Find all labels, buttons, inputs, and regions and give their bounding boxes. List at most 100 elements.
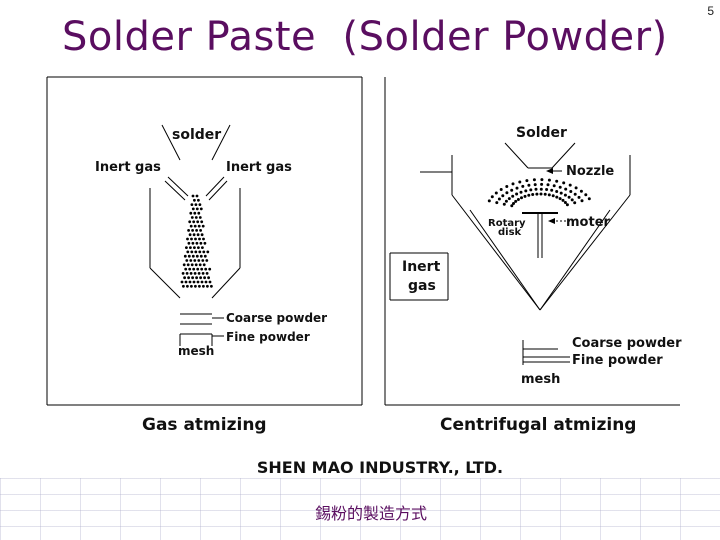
powder-spray-left: [180, 194, 213, 288]
spray-particle: [539, 187, 543, 191]
spray-particle: [495, 201, 499, 205]
powder-particle: [198, 237, 201, 241]
spray-particle: [543, 192, 547, 196]
spray-particle: [580, 199, 584, 203]
powder-particle: [206, 284, 209, 288]
spray-particle: [564, 187, 568, 191]
spray-particle: [540, 182, 544, 186]
powder-particle: [210, 284, 213, 288]
powder-particle: [188, 280, 192, 284]
powder-particle: [189, 259, 193, 262]
powder-particle: [192, 233, 196, 237]
spray-particle: [531, 193, 535, 196]
powder-particle: [187, 229, 191, 232]
spray-particle: [562, 181, 566, 185]
powder-particle: [195, 207, 199, 211]
powder-particle: [200, 267, 204, 271]
spray-particle: [518, 180, 522, 184]
spray-particle: [551, 194, 555, 198]
powder-particle: [206, 250, 210, 254]
spray-particle: [555, 190, 559, 193]
spray-particle: [514, 199, 518, 203]
label-coarse-right: Coarse powder: [572, 336, 682, 351]
powder-particle: [201, 246, 204, 250]
spray-particle: [550, 188, 554, 192]
label-solder-left: solder: [172, 127, 221, 143]
powder-particle: [189, 224, 193, 228]
powder-particle: [190, 250, 194, 254]
powder-particle: [193, 211, 197, 215]
powder-particle: [194, 237, 197, 241]
powder-particle: [198, 263, 202, 267]
powder-particle: [184, 267, 188, 271]
powder-particle: [199, 207, 203, 211]
powder-particle: [203, 241, 207, 245]
powder-particle: [185, 246, 188, 250]
caption-centrifugal-atmizing: Centrifugal atmizing: [440, 415, 637, 435]
powder-particle: [188, 267, 192, 271]
spray-particle: [515, 186, 519, 190]
label-mesh-left: mesh: [178, 344, 214, 358]
powder-particle: [202, 237, 205, 241]
powder-particle: [205, 259, 209, 262]
spray-particle: [547, 193, 551, 197]
spray-particle: [587, 197, 591, 201]
powder-particle: [201, 259, 205, 262]
spray-particle: [563, 201, 567, 204]
spray-particle: [490, 195, 494, 199]
powder-particle: [199, 229, 203, 232]
powder-particle: [180, 280, 184, 284]
spray-particle: [507, 197, 511, 201]
powder-particle: [192, 280, 196, 284]
spray-particle: [563, 193, 567, 197]
powder-particle: [185, 259, 189, 262]
powder-particle: [191, 207, 195, 211]
powder-particle: [181, 272, 185, 275]
label-rotary: Rotary: [488, 218, 526, 229]
spray-particle: [539, 192, 543, 196]
spray-particle: [512, 202, 515, 205]
slide-number: 5: [707, 4, 714, 18]
label-mesh-right: mesh: [521, 372, 560, 387]
powder-particle: [191, 254, 195, 258]
powder-particle: [204, 280, 208, 284]
spray-particle: [555, 195, 559, 199]
powder-particle: [185, 272, 189, 275]
powder-particle: [198, 203, 202, 207]
spray-particle: [535, 192, 539, 196]
spray-particle: [501, 194, 505, 198]
powder-particle: [197, 259, 201, 262]
spray-particle: [511, 182, 515, 186]
slide-title: Solder Paste (Solder Powder): [62, 14, 668, 60]
spray-particle: [565, 203, 569, 207]
powder-particle: [188, 220, 192, 224]
powder-particle: [191, 241, 195, 245]
powder-particle: [189, 211, 193, 215]
label-fine-left: Fine powder: [226, 330, 310, 344]
powder-particle: [196, 233, 200, 237]
powder-particle: [197, 246, 200, 250]
spray-particle: [558, 185, 562, 189]
spray-particle: [558, 197, 562, 201]
powder-particle: [191, 229, 195, 232]
spray-particle: [569, 190, 573, 193]
powder-particle: [184, 280, 188, 284]
powder-particle: [191, 276, 195, 280]
spray-particle: [487, 199, 491, 203]
powder-particle: [208, 267, 212, 271]
spray-particle: [577, 195, 581, 199]
powder-particle: [201, 272, 205, 275]
spray-particle: [523, 194, 527, 198]
spray-particle: [505, 191, 509, 195]
powder-particle: [200, 220, 204, 224]
powder-particle: [205, 272, 209, 275]
powder-particle: [190, 284, 193, 288]
powder-particle: [187, 276, 191, 280]
label-nozzle: Nozzle: [566, 164, 614, 179]
powder-particle: [195, 276, 199, 280]
spray-particle: [521, 184, 525, 188]
powder-particle: [194, 216, 198, 219]
powder-particle: [186, 250, 190, 254]
powder-particle: [187, 241, 191, 245]
